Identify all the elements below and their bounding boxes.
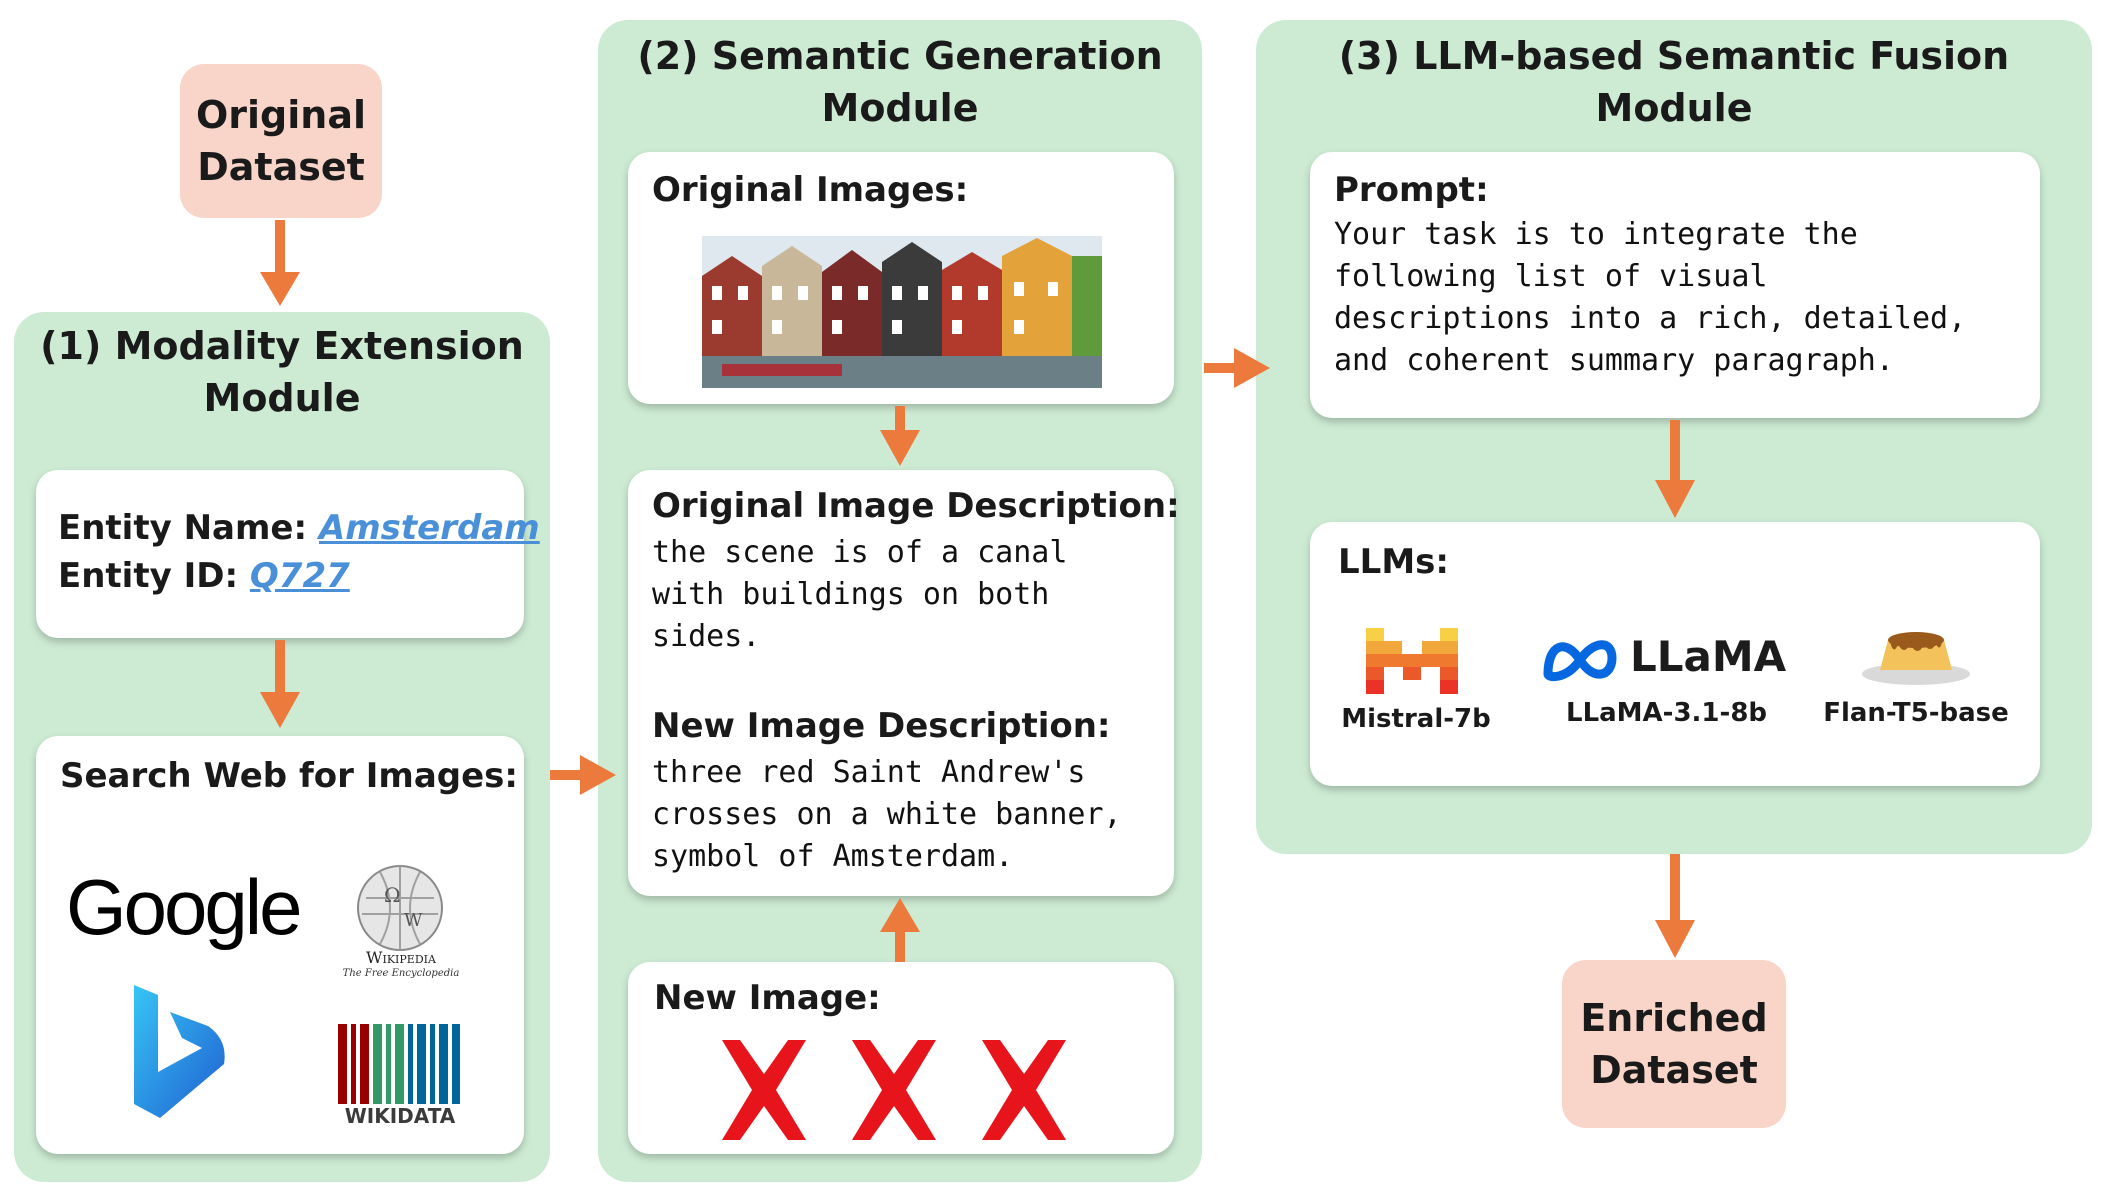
entity-id-row: Entity ID: Q727: [58, 556, 350, 596]
wikipedia-tagline: The Free Encyclopedia: [342, 968, 460, 979]
canal-houses-image: [702, 236, 1102, 388]
llama-wordmark: LLaMA: [1630, 632, 1787, 681]
entity-name-row: Entity Name: Amsterdam: [58, 508, 540, 548]
original-dataset-line1: Original: [195, 93, 367, 137]
entity-name-link[interactable]: Amsterdam: [318, 508, 540, 548]
enriched-dataset-line2: Dataset: [1590, 1048, 1758, 1092]
new-description-label: New Image Description:: [652, 706, 1111, 746]
enriched-dataset-line1: Enriched: [1580, 996, 1768, 1040]
original-images-label: Original Images:: [652, 170, 969, 210]
wikipedia-globe-icon: Ω W: [357, 865, 443, 951]
wikidata-barcode-icon: [338, 1024, 460, 1104]
svg-text:Ω: Ω: [384, 883, 401, 907]
new-image-card: [628, 962, 1174, 1154]
search-web-label: Search Web for Images:: [60, 756, 518, 796]
llm-name-llama: LLaMA-3.1-8b: [1566, 698, 1768, 728]
prompt-text: Your task is to integrate the following …: [1334, 217, 1967, 378]
module3-title: (3) LLM-based Semantic Fusion Module: [1338, 34, 2010, 130]
image-description-card: [628, 470, 1174, 896]
entity-id-link[interactable]: Q727: [249, 556, 350, 596]
llm-name-flan: Flan-T5-base: [1823, 698, 2009, 728]
original-description-text: the scene is of a canal with buildings o…: [652, 535, 1068, 654]
new-description-text: three red Saint Andrew's crosses on a wh…: [652, 755, 1122, 874]
meta-llama-logo-icon: [1543, 640, 1617, 682]
svg-text:W: W: [404, 910, 423, 931]
original-dataset-line2: Dataset: [197, 145, 365, 189]
original-description-label: Original Image Description:: [652, 486, 1180, 526]
google-logo: Google: [66, 863, 303, 951]
entity-card: [36, 470, 524, 638]
prompt-label: Prompt:: [1334, 170, 1489, 210]
mistral-logo-icon: [1366, 628, 1458, 694]
arrow-dataset-to-module1: [260, 220, 300, 306]
new-image-label: New Image:: [654, 978, 881, 1018]
prompt-card: [1310, 152, 2040, 418]
arrow-module3-to-enriched: [1655, 854, 1695, 958]
llm-name-mistral: Mistral-7b: [1341, 704, 1491, 734]
wikidata-wordmark: WIKIDATA: [344, 1104, 456, 1128]
flan-pudding-icon: [1862, 632, 1970, 685]
llms-label: LLMs:: [1338, 542, 1449, 582]
wikipedia-wordmark: Wikipedia: [366, 948, 436, 967]
amsterdam-crosses-image: [722, 1040, 1066, 1140]
